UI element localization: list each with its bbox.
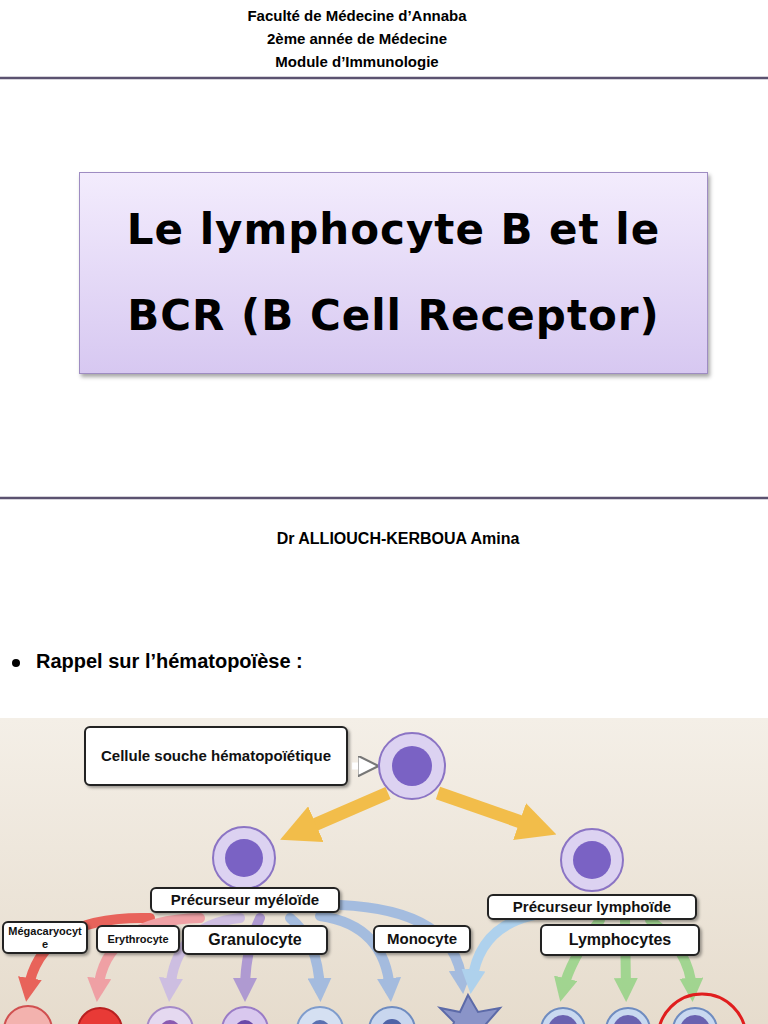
node-text: Mégacaryocyte bbox=[8, 925, 82, 950]
cell-type-box: Mégacaryocyte bbox=[2, 921, 88, 954]
stem-cell bbox=[379, 733, 445, 799]
bullet-heading: Rappel sur l’hématopoïèse : bbox=[36, 650, 536, 673]
header-rule bbox=[0, 77, 768, 80]
granulocyte-cell bbox=[297, 1007, 343, 1024]
cell-nucleus bbox=[225, 839, 263, 877]
differentiation-arrow bbox=[298, 793, 388, 832]
node-text: Lymphocytes bbox=[569, 931, 672, 949]
cell-type-box: Lymphocytes bbox=[540, 924, 700, 956]
author-name: Dr ALLIOUCH-KERBOUA Amina bbox=[100, 530, 696, 548]
cell-nucleus bbox=[548, 1015, 578, 1024]
highlight-circle bbox=[658, 994, 746, 1024]
lymphocyte-cell bbox=[541, 1008, 585, 1024]
cell-type-box: Monocyte bbox=[373, 925, 471, 953]
title-box: Le lymphocyte B et le BCR (B Cell Recept… bbox=[79, 172, 708, 374]
pointer-arrow bbox=[352, 763, 368, 770]
cell-type-box: Granulocyte bbox=[182, 925, 328, 955]
cell-nucleus bbox=[573, 841, 611, 879]
cell-type-box: Erythrocyte bbox=[96, 925, 180, 953]
figure-background bbox=[0, 718, 768, 1024]
cell-nucleus bbox=[310, 1020, 330, 1024]
cell-nucleus bbox=[613, 1015, 643, 1024]
granulocyte-cell bbox=[147, 1007, 193, 1024]
cell-nucleus bbox=[235, 1020, 255, 1024]
footer-rule bbox=[0, 497, 768, 500]
node-text: Précurseur myéloïde bbox=[171, 891, 319, 908]
granulocyte-cell bbox=[222, 1007, 268, 1024]
lymphocyte-cell bbox=[606, 1008, 650, 1024]
megakaryocyte-cell bbox=[4, 1006, 52, 1024]
cell-nucleus bbox=[381, 1019, 403, 1024]
monocyte-cell bbox=[369, 1007, 415, 1024]
precursor-box: Précurseur lymphoïde bbox=[487, 894, 697, 920]
lymphoid-precursor-cell bbox=[561, 829, 623, 891]
cell-nucleus bbox=[680, 1015, 710, 1024]
stem-cell-box: Cellule souche hématopoïétique bbox=[84, 726, 348, 786]
year-header: 2ème année de Médecine bbox=[0, 30, 714, 47]
precursor-box: Précurseur myéloïde bbox=[150, 887, 340, 913]
dendritic-cell bbox=[440, 995, 500, 1024]
module-header: Module d’Immunologie bbox=[0, 53, 714, 70]
differentiation-arrow bbox=[438, 793, 538, 828]
cell-nucleus bbox=[392, 746, 432, 786]
node-text: Cellule souche hématopoïétique bbox=[101, 747, 331, 764]
node-text: Granulocyte bbox=[208, 931, 301, 949]
lymphocyte-cell bbox=[673, 1008, 717, 1024]
node-text: Monocyte bbox=[387, 930, 457, 947]
faculty-header: Faculté de Médecine d’Annaba bbox=[0, 7, 714, 24]
bullet-dot bbox=[12, 659, 20, 667]
myeloid-precursor-cell bbox=[213, 827, 275, 889]
node-text: Le lymphocyte B et le BCR (B Cell Recept… bbox=[100, 187, 687, 359]
node-text: Erythrocyte bbox=[107, 933, 168, 946]
cell-nucleus bbox=[160, 1020, 180, 1024]
node-text: Précurseur lymphoïde bbox=[513, 898, 671, 915]
erythrocyte-cell bbox=[78, 1008, 122, 1024]
lineage-arrow bbox=[340, 905, 462, 982]
